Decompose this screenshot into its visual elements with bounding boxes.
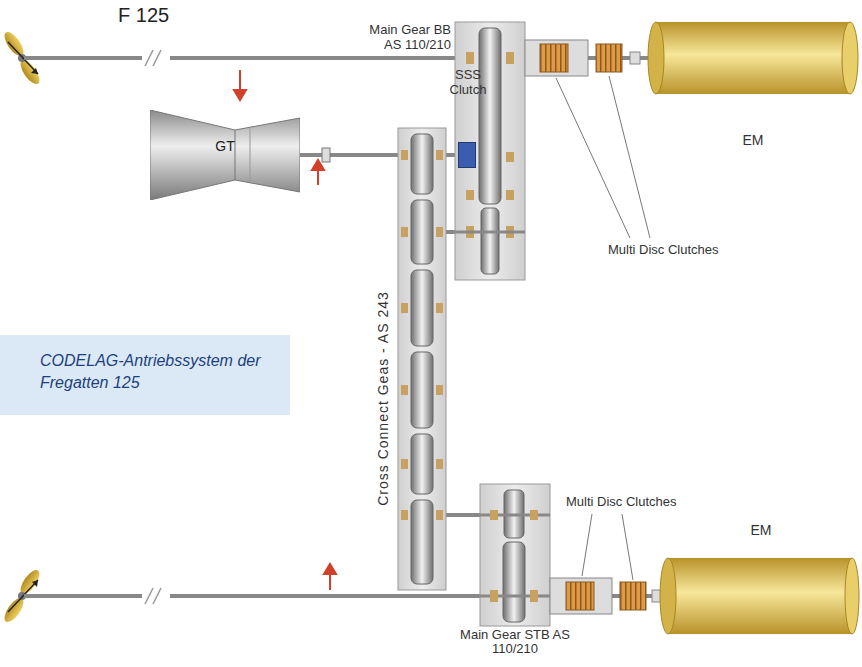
drive-shaft — [446, 513, 480, 517]
multi-disc-clutch — [525, 40, 640, 76]
node-label: Main Gear STB AS 110/210 — [455, 628, 575, 656]
multi-disc-clutch — [550, 578, 662, 614]
propeller-shaft — [24, 594, 480, 598]
sss-clutch: SSS Clutch — [458, 142, 476, 168]
cross-connect-gearbox — [398, 128, 446, 590]
electric-motor — [648, 22, 858, 94]
electric-motor — [660, 558, 859, 634]
drive-shaft — [300, 153, 398, 157]
leader-line — [556, 76, 650, 238]
node-label: SSS Clutch — [443, 67, 493, 97]
gearbox-node: Main Gear STB AS 110/210 — [480, 484, 550, 626]
electric-motor-node: EM — [662, 558, 858, 634]
node-label: GT — [150, 138, 300, 155]
caption-box: CODELAG-Antriebssystem der Fregatten 125 — [0, 335, 290, 415]
cross-connect-gear: Cross Connect Geas - AS 243 — [398, 128, 446, 590]
callout-label: Multi Disc Clutches — [608, 242, 719, 257]
node-label: Main Gear BB AS 110/210 — [365, 22, 451, 52]
gas-turbine: GT — [150, 110, 300, 200]
node-label: Cross Connect Geas - AS 243 — [375, 209, 392, 589]
callout-label: Multi Disc Clutches — [566, 494, 677, 509]
node-label: EM — [730, 132, 776, 149]
propeller-shaft — [24, 56, 455, 60]
gas-turbine-outline — [150, 110, 300, 200]
gearbox — [455, 22, 525, 280]
node-label: EM — [738, 522, 784, 539]
diagram-title: F 125 — [118, 4, 169, 27]
gearbox — [480, 484, 550, 626]
drive-shaft — [446, 230, 455, 234]
coupling — [322, 148, 330, 162]
electric-motor-node: EM — [650, 22, 856, 94]
leader-line — [582, 514, 633, 580]
